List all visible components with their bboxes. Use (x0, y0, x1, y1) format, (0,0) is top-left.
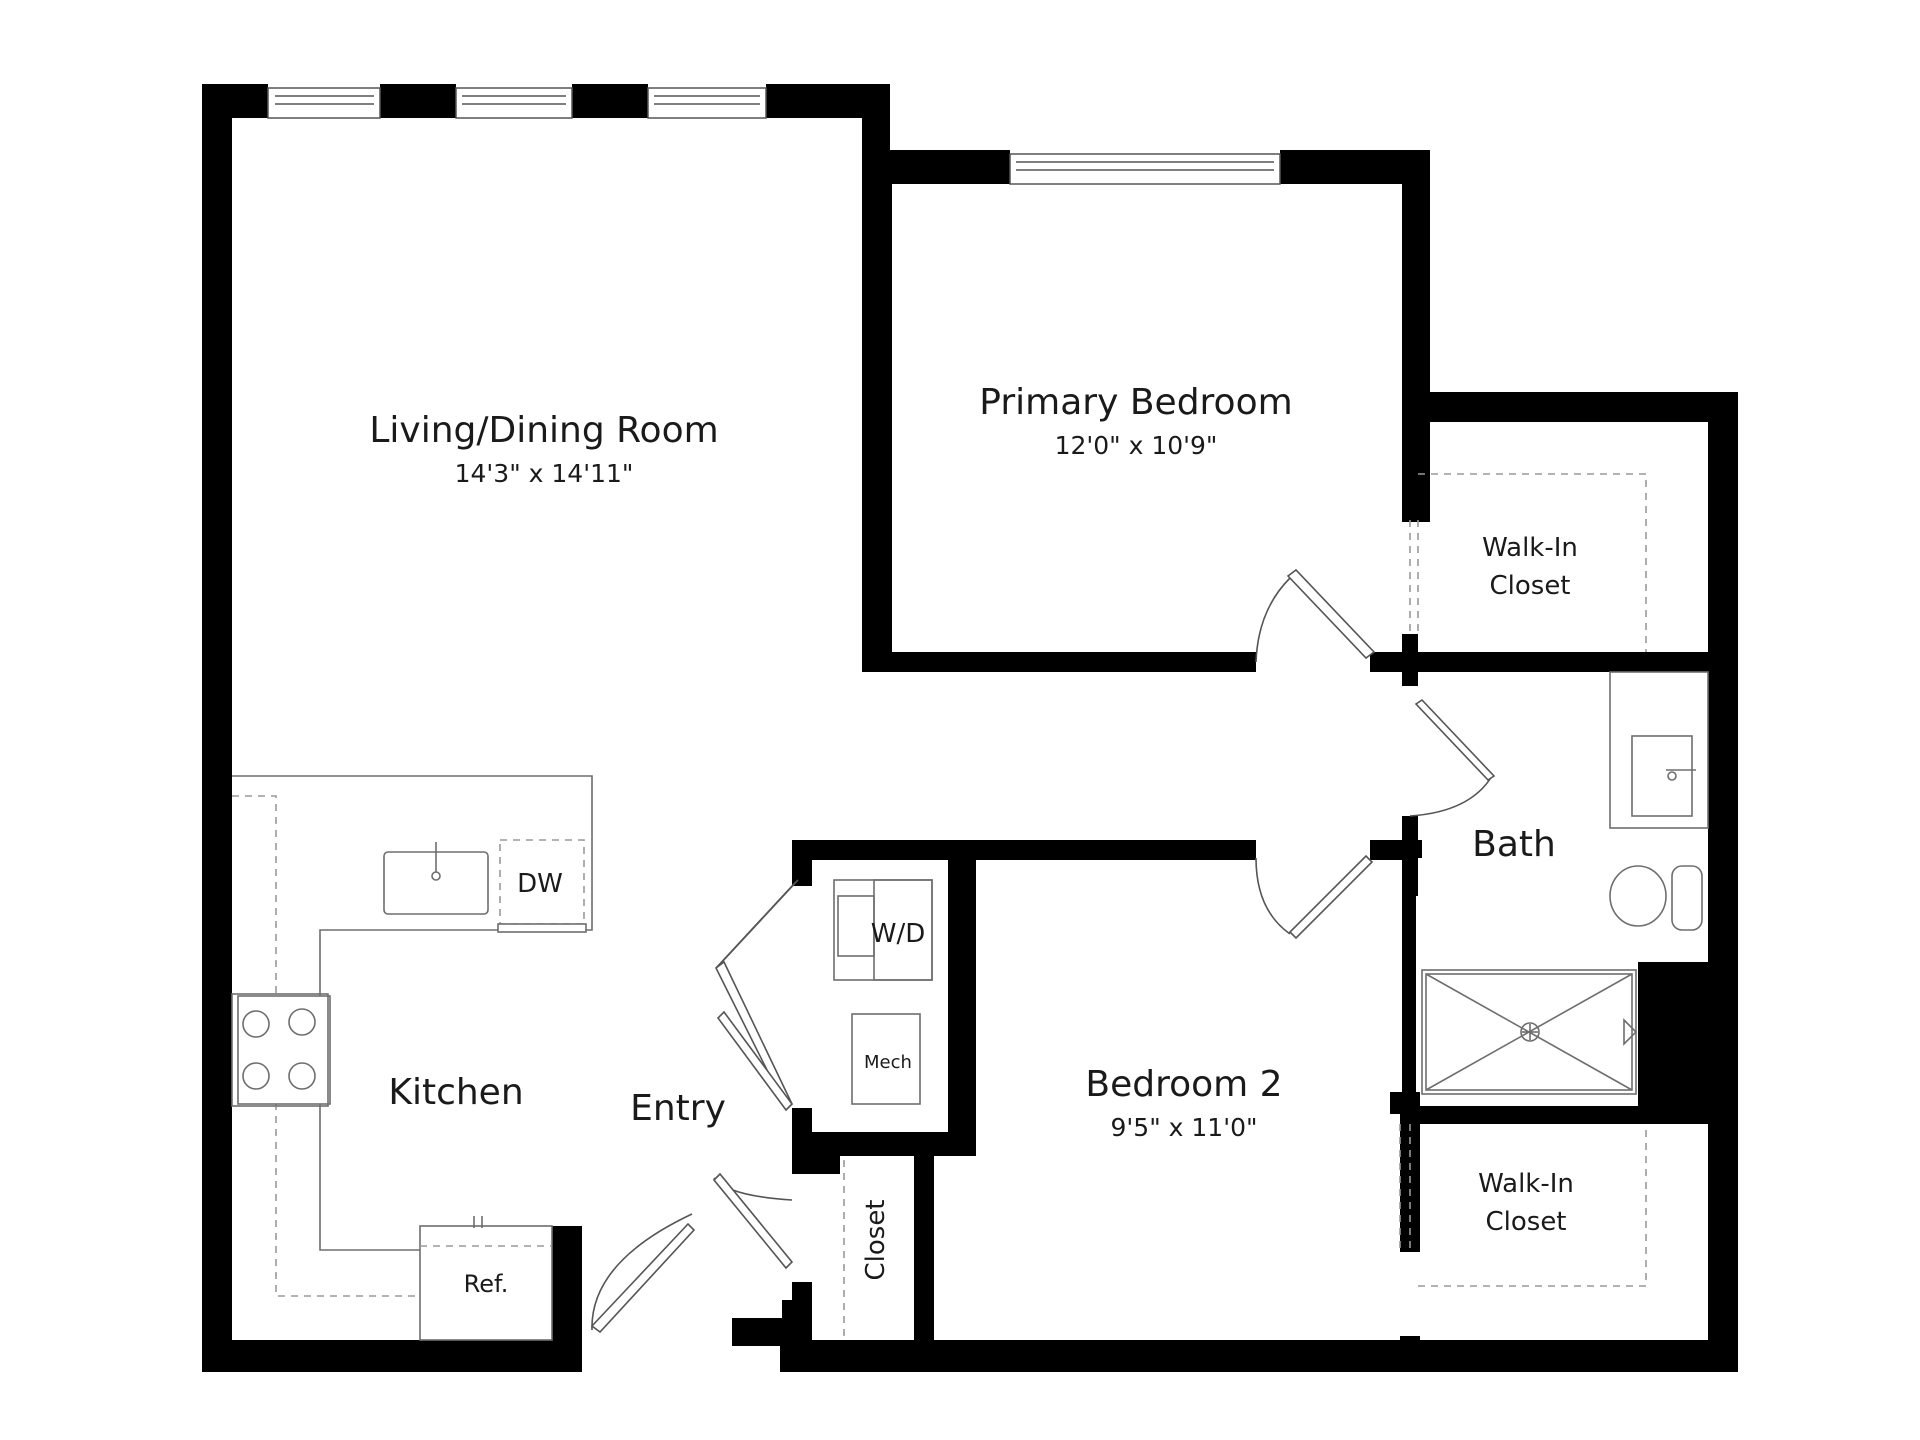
washer-dryer-label: W/D (871, 919, 926, 949)
mech-label: Mech (864, 1052, 912, 1073)
walk-in-closet-upper-line2: Closet (1489, 571, 1570, 601)
living-room-dims: 14'3" x 14'11" (455, 459, 634, 488)
vanity (1609, 671, 1709, 829)
bedroom-2-name: Bedroom 2 (1085, 1064, 1282, 1105)
doors[interactable] (590, 520, 1496, 1334)
primary-bedroom-dims: 12'0" x 10'9" (1055, 431, 1218, 460)
walk-in-closet-lower-line2: Closet (1485, 1207, 1566, 1237)
primary-bedroom-name: Primary Bedroom (979, 382, 1292, 423)
entry-name: Entry (630, 1088, 726, 1129)
refrigerator (419, 1225, 553, 1341)
living-room-name: Living/Dining Room (369, 410, 718, 451)
bath-fixtures (1418, 473, 1709, 1287)
windows (267, 87, 1281, 185)
entry-closet-name: Closet (861, 1199, 891, 1280)
toilet (1609, 865, 1667, 927)
mech-unit (851, 1013, 921, 1105)
walk-in-closet-upper-line1: Walk-In (1482, 533, 1578, 563)
kitchen-name: Kitchen (388, 1072, 523, 1113)
walls (202, 84, 1738, 1372)
bedroom-2-dims: 9'5" x 11'0" (1111, 1113, 1258, 1142)
kitchen-fixtures (231, 775, 593, 1341)
walk-in-closet-lower-line1: Walk-In (1478, 1169, 1574, 1199)
stove (237, 995, 331, 1105)
laundry-mech (833, 879, 933, 1340)
room-labels: Living/Dining Room 14'3" x 14'11" Primar… (369, 382, 1578, 1298)
dishwasher-label: DW (517, 869, 563, 899)
bath-name: Bath (1472, 824, 1556, 865)
refrigerator-label: Ref. (464, 1270, 509, 1298)
